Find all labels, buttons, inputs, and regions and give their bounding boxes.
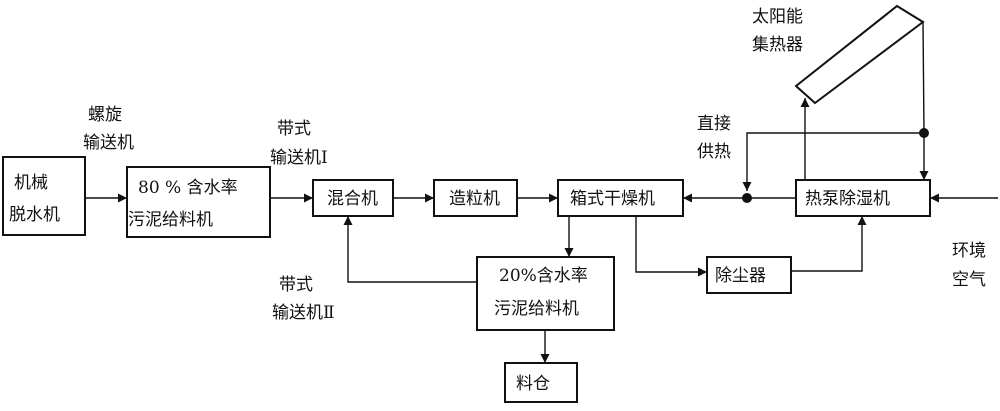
node-box-dryer: 箱式干燥机 [557,179,684,217]
heatpump-label: 热泵除湿机 [805,189,890,209]
node-dust-collector: 除尘器 [706,256,792,294]
node-heat-pump-dehumidifier: 热泵除湿机 [795,179,931,217]
node-bin: 料仓 [504,362,578,403]
node-feeder-20: 20%含水率 污泥给料机 [476,256,615,331]
belt-conveyor-1-label-line2: 输送机Ⅰ [270,148,328,168]
flow-solar-down-1 [922,21,925,134]
node-feeder-80: 80 % 含水率 污泥给料机 [126,166,271,238]
belt-conveyor-2-label-line2: 输送机Ⅱ [272,303,335,323]
node-mixer: 混合机 [312,179,394,217]
junction-direct-heat [742,193,752,203]
flow-direct-heat [742,132,924,191]
flow-dryer-to-dust [635,216,707,277]
solar-label-line1: 太阳能 [752,7,803,27]
ambient-air-label-line2: 空气 [952,270,986,290]
feeder20-label-line2: 污泥给料机 [494,299,579,319]
dust-label: 除尘器 [715,266,766,286]
feeder20-label-line1: 20%含水率 [499,266,588,286]
granulator-label: 造粒机 [449,189,500,209]
screw-conveyor-label-line1: 螺旋 [88,105,122,125]
bin-label: 料仓 [516,374,550,394]
feeder80-label-line2: 污泥给料机 [128,210,213,230]
belt-conveyor-1-label-line1: 带式 [277,119,311,139]
solar-label-line2: 集热器 [752,35,803,55]
flow-dust-to-heatpump [791,216,867,272]
direct-heat-label-line1: 直接 [697,114,731,134]
screw-conveyor-label-line2: 输送机 [83,133,134,153]
feeder80-label-line1: 80 % 含水率 [138,178,238,198]
node-solar-collector [794,4,925,105]
dewatering-label-line2: 脱水机 [9,205,60,225]
ambient-air-label-line1: 环境 [952,241,986,261]
node-granulator: 造粒机 [433,179,518,217]
flow-feeder20-to-mixer [343,216,477,283]
direct-heat-label-line2: 供热 [697,142,731,162]
node-dewatering-machine: 机械 脱水机 [2,156,86,236]
belt-conveyor-2-label-line1: 带式 [279,275,313,295]
dewatering-label-line1: 机械 [14,173,48,193]
solar-collector-panel [794,4,925,105]
dryer-label: 箱式干燥机 [570,189,655,209]
mixer-label: 混合机 [327,189,378,209]
